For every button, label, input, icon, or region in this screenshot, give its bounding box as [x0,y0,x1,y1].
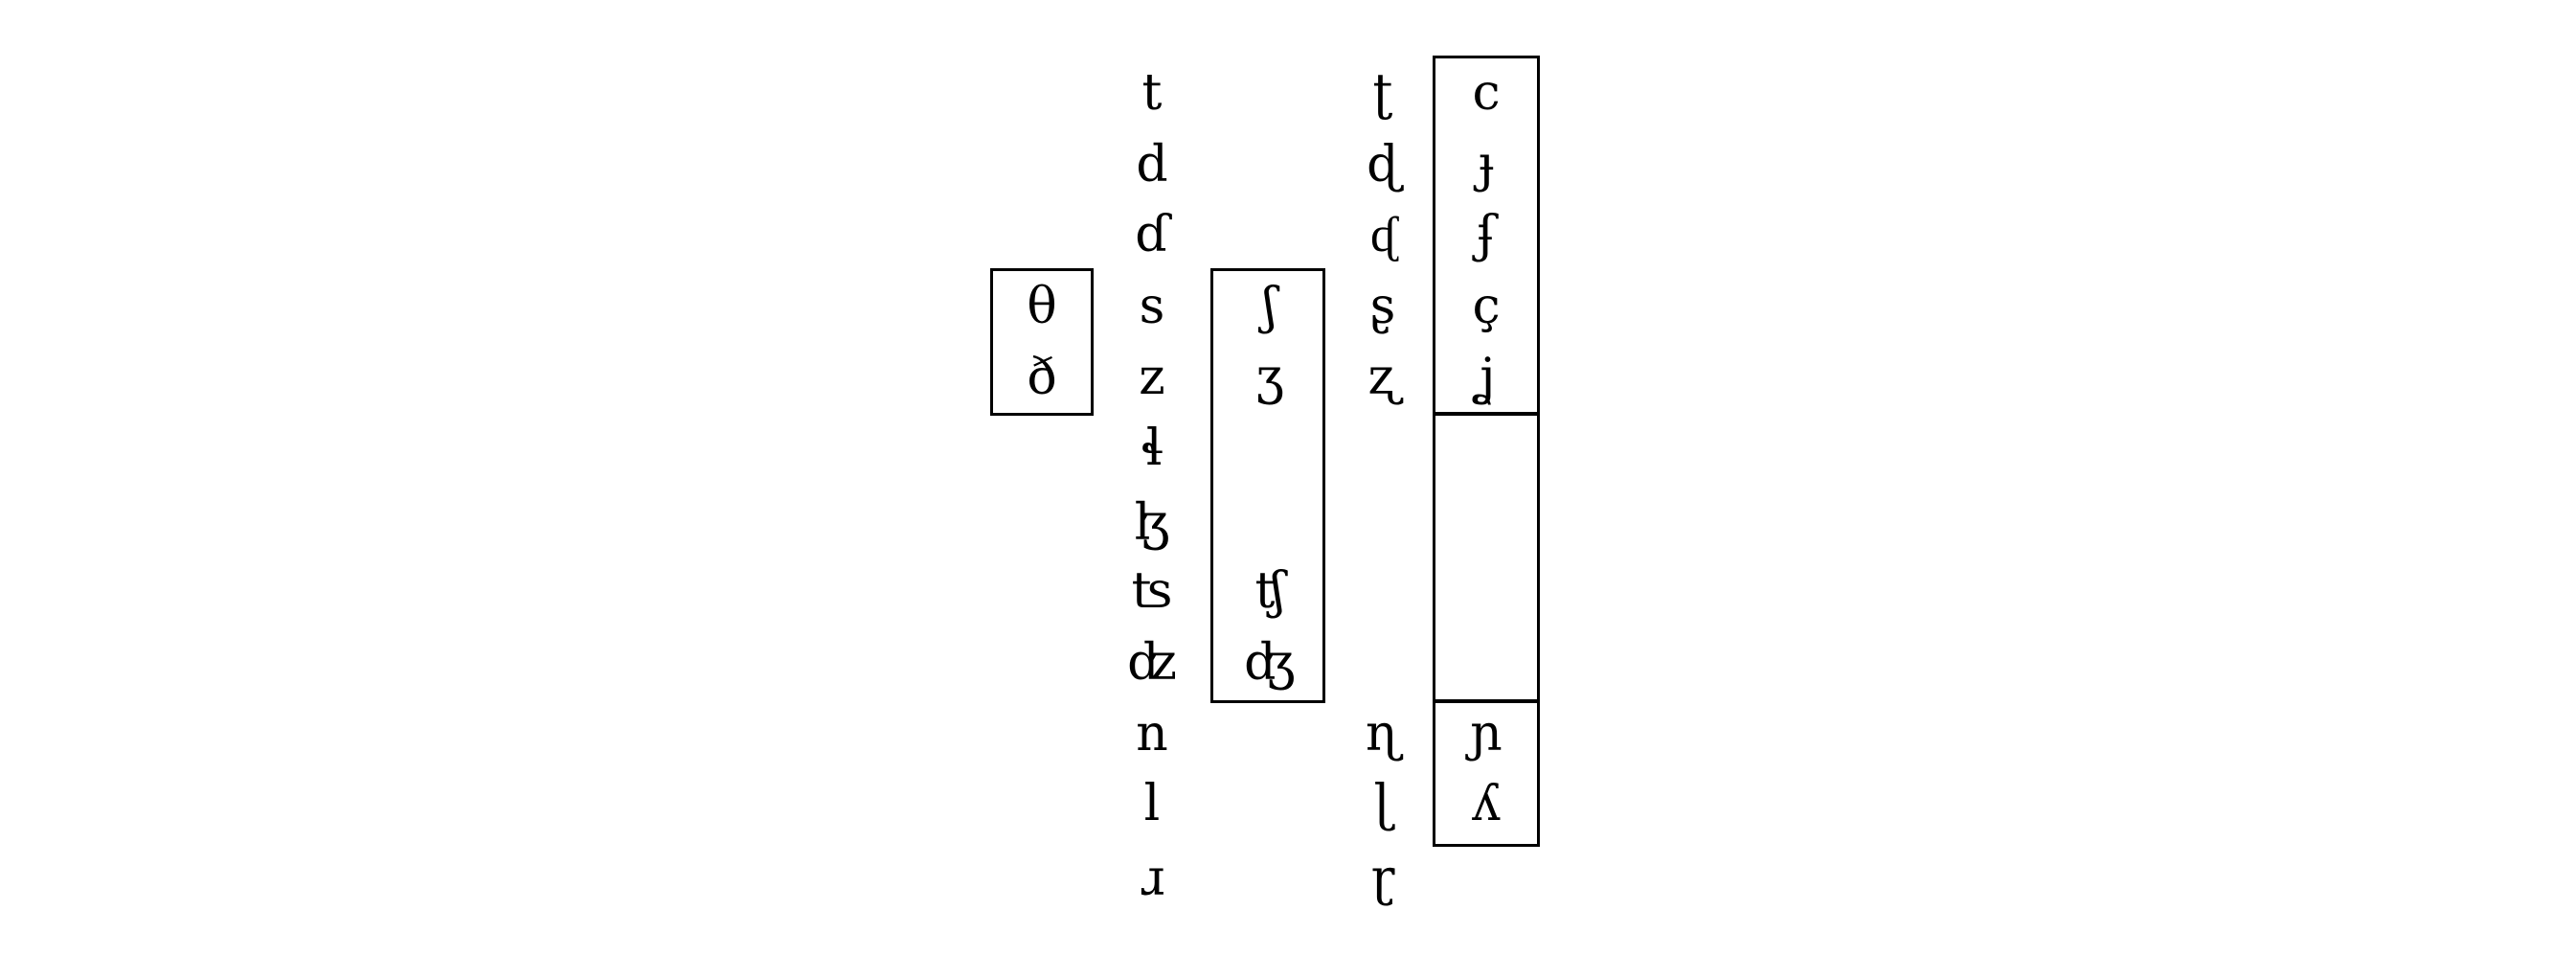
box-dental-0 [990,268,1094,416]
symbol-alveolar-7: ʦ [1131,562,1173,620]
symbol-retroflex-0: ʈ [1372,64,1393,122]
symbol-postalveolar-8: ʤ [1244,634,1296,692]
symbol-retroflex-2: ᶑ [1370,206,1395,263]
symbol-retroflex-3: ʂ [1369,278,1396,335]
box-palatal-2 [1433,699,1540,847]
symbol-alveolar-1: d [1136,136,1168,193]
symbol-palatal-0: c [1472,64,1501,122]
symbol-alveolar-3: s [1139,278,1165,335]
symbol-alveolar-2: ɗ [1135,206,1169,263]
symbol-postalveolar-4: ʒ [1255,349,1284,406]
symbol-retroflex-10: ɭ [1373,775,1392,832]
symbol-alveolar-6: ɮ [1134,494,1170,552]
symbol-alveolar-10: l [1143,775,1161,832]
symbol-alveolar-4: z [1139,349,1165,406]
symbol-alveolar-0: t [1141,64,1163,122]
symbol-palatal-1: ɟ [1478,136,1495,193]
box-palatal-1 [1433,412,1540,703]
symbol-retroflex-9: ɳ [1365,705,1401,763]
symbol-palatal-3: ç [1472,278,1501,335]
symbol-alveolar-11: ɹ [1139,850,1165,907]
symbol-alveolar-5: ɬ [1141,420,1164,477]
symbol-dental-4: ð [1027,349,1057,406]
box-postalveolar-0 [1210,268,1325,703]
symbol-dental-3: θ [1027,278,1057,335]
symbol-retroflex-1: ɖ [1367,136,1399,193]
symbol-palatal-9: ɲ [1470,705,1503,763]
symbol-palatal-2: ʄ [1477,206,1496,263]
symbol-postalveolar-7: ʧ [1254,562,1285,620]
symbol-retroflex-4: ʐ [1367,349,1398,406]
symbol-alveolar-8: ʣ [1127,634,1177,692]
symbol-palatal-10: ʎ [1472,775,1501,832]
symbol-postalveolar-3: ʃ [1262,278,1277,335]
symbol-alveolar-9: n [1136,705,1168,763]
symbol-palatal-4: ʝ [1477,349,1496,406]
symbol-retroflex-11: ɽ [1370,850,1395,907]
